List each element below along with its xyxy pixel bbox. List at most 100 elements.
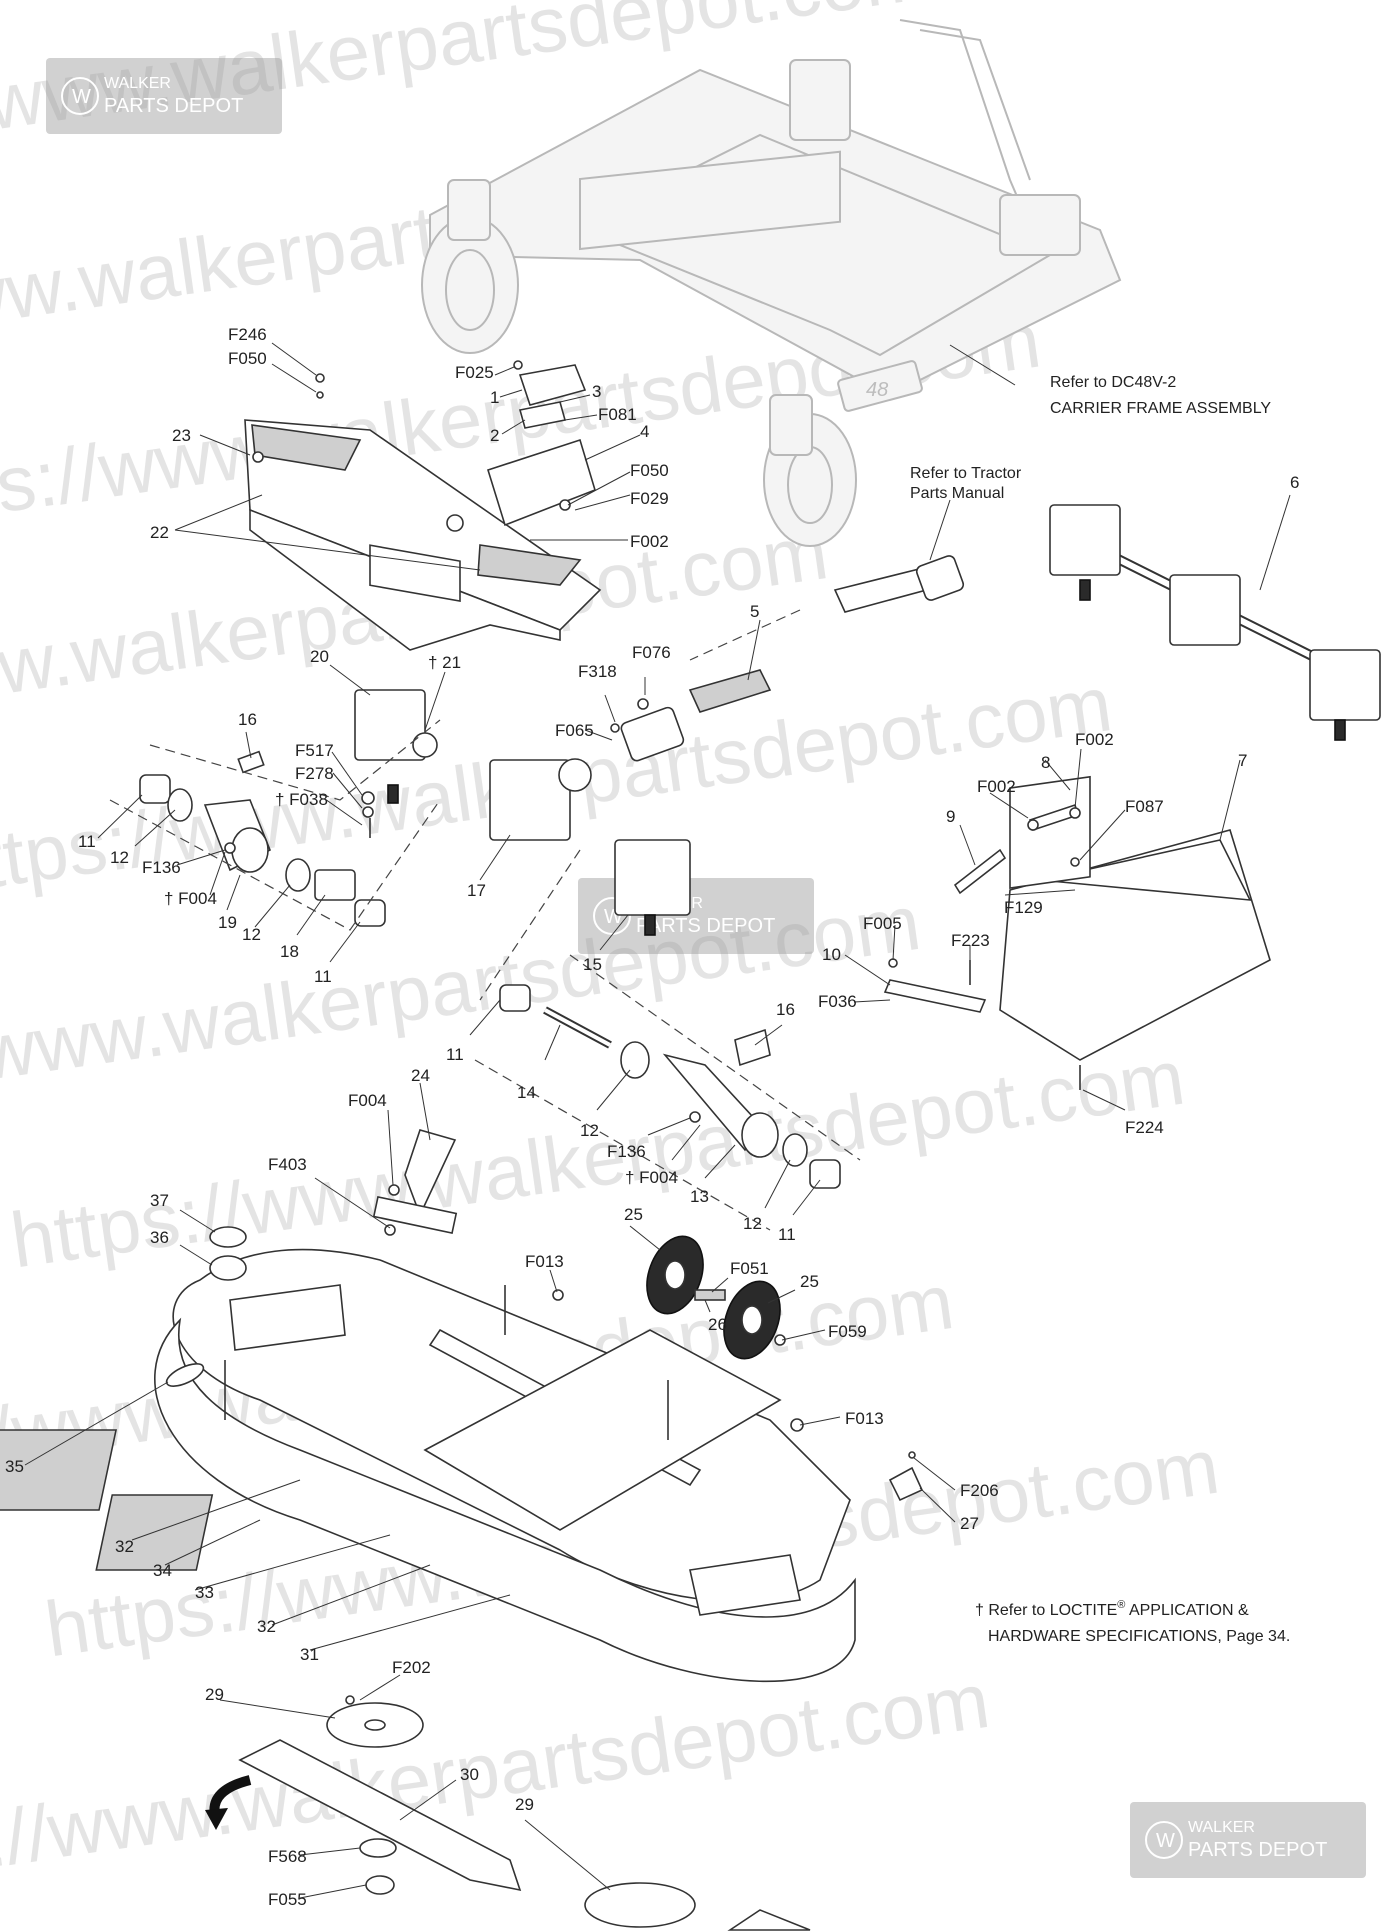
callout-37: 37 (150, 1191, 169, 1210)
callout-3: 3 (592, 382, 601, 401)
callout-F004: F004 (348, 1091, 387, 1110)
callout-11: 11 (78, 832, 96, 851)
blade-assembly (205, 1695, 811, 1931)
callout-F076: F076 (632, 643, 671, 662)
svg-text:W: W (1156, 1830, 1175, 1852)
callout-21: † 21 (428, 653, 461, 672)
callout-14: 14 (517, 1083, 536, 1102)
svg-text:W: W (72, 86, 91, 108)
callout-33: 33 (195, 1583, 214, 1602)
callout-F136: F136 (607, 1142, 646, 1161)
badge-top-text: WALKER (1188, 1819, 1255, 1836)
footnote-line-2: HARDWARE SPECIFICATIONS, Page 34. (988, 1628, 1290, 1645)
callout-8: 8 (1041, 753, 1050, 772)
callout-20: 20 (310, 647, 329, 666)
reference-notes: Refer to DC48V-2 CARRIER FRAME ASSEMBLY … (910, 344, 1271, 502)
callout-12: 12 (743, 1214, 762, 1233)
callout-F050: F050 (228, 349, 267, 368)
callout-9: 9 (946, 807, 955, 826)
walker-badge: W WALKER PARTS DEPOT (578, 878, 814, 954)
callout-F029: F029 (630, 489, 669, 508)
tractor-manual-reference-sub: Parts Manual (910, 485, 1004, 502)
callout-F013: F013 (525, 1252, 564, 1271)
callout-25: 25 (624, 1205, 643, 1224)
mower-deck (0, 1129, 924, 1683)
callout-11: 11 (778, 1225, 796, 1244)
callout-12: 12 (242, 925, 261, 944)
walker-badge: W WALKER PARTS DEPOT (1130, 1802, 1366, 1878)
callout-F005: F005 (863, 914, 902, 933)
walker-badge: W WALKER PARTS DEPOT (46, 58, 282, 134)
loctite-footnote: † Refer to LOCTITE® APPLICATION & HARDWA… (975, 1599, 1290, 1645)
callout-F403: F403 (268, 1155, 307, 1174)
callout-15: 15 (583, 955, 602, 974)
callout-F568: F568 (268, 1847, 307, 1866)
discharge-chute-assembly (883, 775, 1271, 1090)
callout-29: 29 (205, 1685, 224, 1704)
callout-F051: F051 (730, 1259, 769, 1278)
callout-10: 10 (822, 945, 841, 964)
callout-F206: F206 (960, 1481, 999, 1500)
callout-6: 6 (1290, 473, 1299, 492)
callout-24: 24 (411, 1066, 430, 1085)
callout-34: 34 (153, 1561, 172, 1580)
callout-26: 26 (708, 1315, 727, 1334)
top-cover-assembly (244, 360, 602, 651)
callout-F002: F002 (977, 777, 1016, 796)
callout-22: 22 (150, 523, 169, 542)
callout-31: 31 (300, 1645, 319, 1664)
callout-F055: F055 (268, 1890, 307, 1909)
callout-12: 12 (110, 848, 129, 867)
tractor-manual-reference: Refer to Tractor (910, 465, 1022, 482)
callout-F202: F202 (392, 1658, 431, 1677)
badge-bottom-text: PARTS DEPOT (636, 915, 775, 937)
callout-4: 4 (640, 422, 649, 441)
callout-12: 12 (580, 1121, 599, 1140)
callout-F065: F065 (555, 721, 594, 740)
carrier-frame-reference-title: CARRIER FRAME ASSEMBLY (1050, 400, 1271, 417)
callout-F025: F025 (455, 363, 494, 382)
callout-5: 5 (750, 602, 759, 621)
callout-32: 32 (257, 1617, 276, 1636)
callout-F517: F517 (295, 741, 334, 760)
callout-32: 32 (115, 1537, 134, 1556)
left-gearbox-assembly (109, 689, 592, 931)
callout-13: 13 (690, 1187, 709, 1206)
center-gearbox-assembly (474, 839, 861, 1231)
badge-bottom-text: PARTS DEPOT (104, 95, 243, 117)
callout-1: 1 (490, 388, 499, 407)
callout-25: 25 (800, 1272, 819, 1291)
gearbox-bar-assembly (1049, 504, 1381, 741)
callout-labels: F246 F050 F025 1 3 2 F081 4 F050 F029 F0… (5, 325, 1299, 1909)
callout-F013: F013 (845, 1409, 884, 1428)
callout-19: 19 (218, 913, 237, 932)
callout-27: 27 (960, 1514, 979, 1533)
callout-F318: F318 (578, 662, 617, 681)
callout-F224: F224 (1125, 1118, 1164, 1137)
callout-23: 23 (172, 426, 191, 445)
callout-35: 35 (5, 1457, 24, 1476)
badge-bottom-text: PARTS DEPOT (1188, 1839, 1327, 1861)
callout-F129: F129 (1004, 898, 1043, 917)
callout-18: 18 (280, 942, 299, 961)
footnote-prefix: † Refer to LOCTITE (975, 1602, 1117, 1619)
callout-F087: F087 (1125, 797, 1164, 816)
callout-29: 29 (515, 1795, 534, 1814)
carrier-frame-reference: Refer to DC48V-2 (1050, 374, 1176, 391)
callout-F004: † F004 (164, 889, 217, 908)
leader-lines (24, 342, 1291, 1899)
callout-17: 17 (467, 881, 486, 900)
callout-F002: F002 (630, 532, 669, 551)
callout-11: 11 (446, 1045, 464, 1064)
callout-36: 36 (150, 1228, 169, 1247)
callout-F002: F002 (1075, 730, 1114, 749)
pto-shaft-assembly (610, 555, 965, 762)
callout-16: 16 (776, 1000, 795, 1019)
callout-F059: F059 (828, 1322, 867, 1341)
callout-F038: † F038 (275, 790, 328, 809)
callout-F004: † F004 (625, 1168, 678, 1187)
callout-7: 7 (1238, 751, 1247, 770)
carrier-frame-ghost: 48 (421, 19, 1122, 547)
callout-F081: F081 (598, 405, 637, 424)
